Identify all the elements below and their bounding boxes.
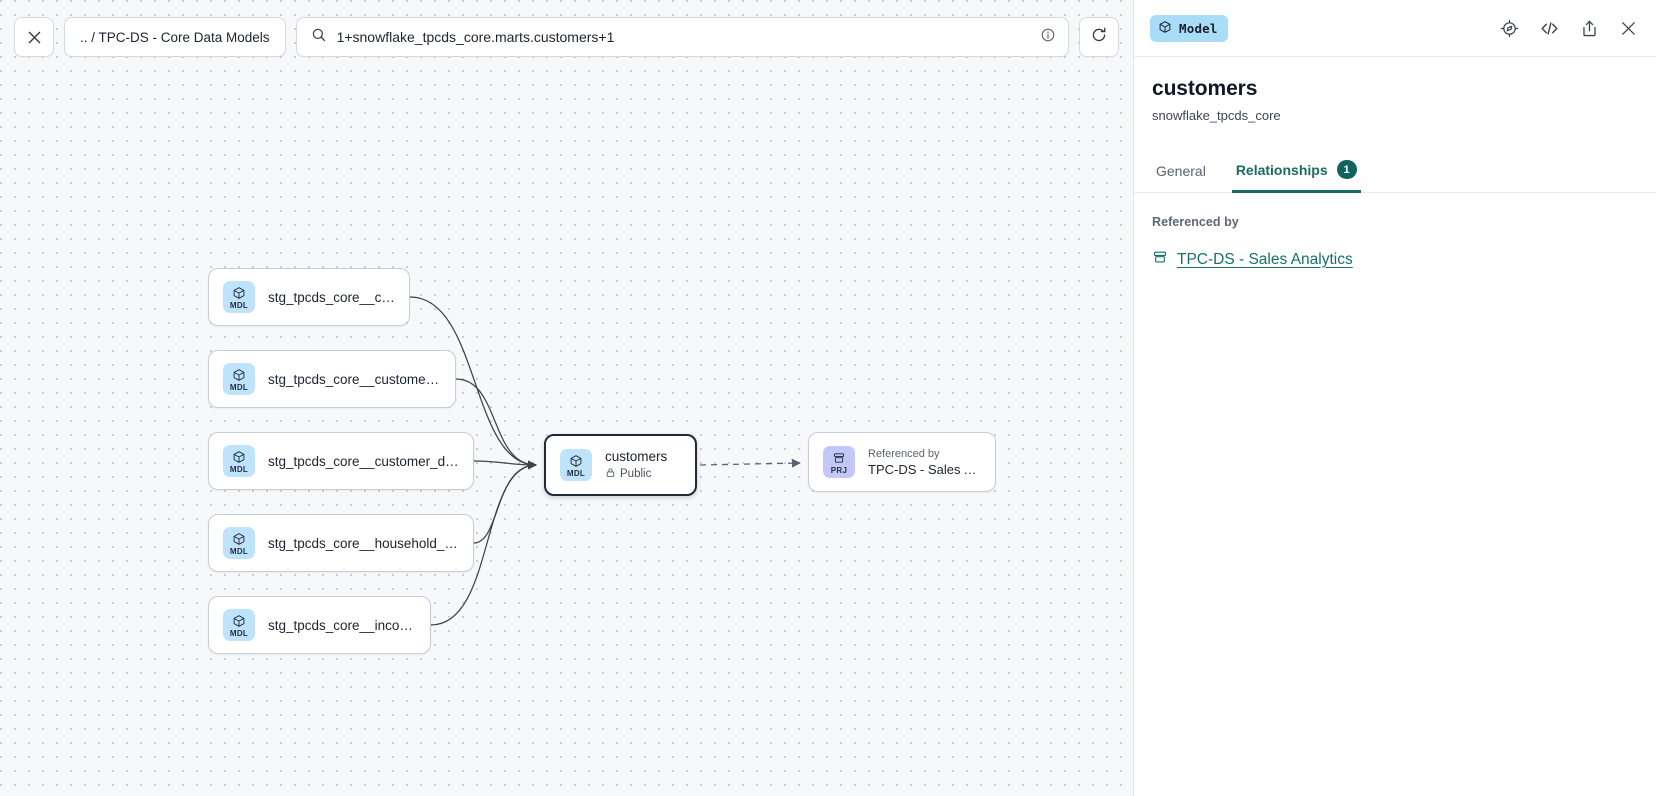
explore-button[interactable]: [1500, 19, 1519, 38]
lineage-canvas[interactable]: .. / TPC-DS - Core Data Models: [0, 0, 1133, 796]
node-body: stg_tpcds_core__customer: [268, 290, 395, 305]
search-bar[interactable]: [295, 17, 1069, 57]
share-button[interactable]: [1580, 19, 1599, 38]
referenced-by-link[interactable]: TPC-DS - Sales Analytics: [1177, 250, 1353, 268]
node-title: customers: [605, 449, 668, 464]
node-badge-label: MDL: [566, 468, 586, 478]
node-type-badge-mdl: MDL: [223, 609, 255, 641]
node-badge-label: MDL: [229, 382, 249, 392]
lineage-edges: [409, 296, 801, 626]
model-type-chip[interactable]: Model: [1150, 14, 1228, 42]
search-input[interactable]: [336, 29, 1030, 45]
panel-toolbar: Model: [1134, 0, 1656, 57]
search-icon: [311, 27, 327, 48]
cube-icon: [232, 286, 246, 300]
node-type-badge-mdl: MDL: [223, 363, 255, 395]
page-title: customers: [1152, 77, 1258, 100]
cube-icon: [232, 614, 246, 628]
refresh-icon: [1090, 26, 1108, 49]
node-title: stg_tpcds_core__household_demogr…: [268, 535, 459, 551]
node-type-badge-mdl: MDL: [560, 449, 592, 481]
node-body: stg_tpcds_core__customer_address: [268, 372, 441, 387]
graph-node-project[interactable]: PRJ Referenced by TPC-DS - Sales Analyti…: [808, 432, 996, 492]
node-body: Referenced by TPC-DS - Sales Analytics: [868, 448, 981, 477]
panel-header: customers snowflake_tpcds_core: [1134, 57, 1656, 123]
node-body: stg_tpcds_core__customer_demogra…: [268, 454, 459, 469]
close-lineage-button[interactable]: [14, 17, 54, 57]
code-icon: [1539, 21, 1560, 42]
cube-icon: [232, 450, 246, 464]
explore-icon: [1500, 19, 1519, 41]
node-title: stg_tpcds_core__income_band: [268, 617, 416, 633]
panel-subtitle: snowflake_tpcds_core: [1152, 108, 1281, 123]
tab-count-badge: 1: [1336, 160, 1357, 179]
cube-icon: [1158, 20, 1172, 37]
node-type-badge-mdl: MDL: [223, 445, 255, 477]
cube-icon: [569, 454, 583, 468]
graph-node-stg_customer[interactable]: MDL stg_tpcds_core__customer: [208, 268, 410, 326]
node-body: customers Public: [605, 449, 667, 481]
node-title: stg_tpcds_core__customer: [268, 289, 395, 305]
details-panel: Model: [1133, 0, 1656, 796]
tab-general[interactable]: General: [1152, 153, 1210, 193]
close-icon: [26, 29, 43, 46]
info-circle-icon[interactable]: [1040, 27, 1056, 48]
node-badge-label: MDL: [229, 628, 249, 638]
node-badge-label: PRJ: [830, 465, 848, 475]
node-title: TPC-DS - Sales Analytics: [868, 461, 981, 477]
panel-actions: [1500, 18, 1638, 39]
graph-node-stg_income_band[interactable]: MDL stg_tpcds_core__income_band: [208, 596, 431, 654]
refresh-button[interactable]: [1079, 17, 1119, 57]
close-panel-button[interactable]: [1619, 19, 1638, 38]
node-badge-label: MDL: [229, 546, 249, 556]
graph-node-customers[interactable]: MDL customers Public: [544, 434, 697, 496]
project-icon: [832, 451, 846, 465]
panel-tabs: General Relationships 1: [1134, 150, 1656, 193]
close-icon: [1619, 21, 1638, 41]
list-item[interactable]: TPC-DS - Sales Analytics: [1152, 249, 1638, 270]
breadcrumb[interactable]: .. / TPC-DS - Core Data Models: [64, 17, 286, 57]
node-type-badge-mdl: MDL: [223, 281, 255, 313]
share-icon: [1580, 20, 1599, 41]
node-type-badge-mdl: MDL: [223, 527, 255, 559]
canvas-toolbar: .. / TPC-DS - Core Data Models: [0, 0, 1133, 74]
node-kicker: Referenced by: [868, 447, 940, 460]
breadcrumb-label: .. / TPC-DS - Core Data Models: [80, 29, 270, 45]
node-type-badge-prj: PRJ: [823, 446, 855, 478]
node-visibility-label: Public: [620, 468, 652, 480]
node-body: stg_tpcds_core__household_demogr…: [268, 536, 459, 551]
cube-icon: [232, 368, 246, 382]
graph-node-stg_customer_demogra[interactable]: MDL stg_tpcds_core__customer_demogra…: [208, 432, 474, 490]
tab-label: General: [1156, 163, 1206, 179]
node-title: stg_tpcds_core__customer_demogra…: [268, 453, 459, 469]
relationships-content: Referenced by TPC-DS - Sales Analytics: [1134, 193, 1656, 270]
section-label-referenced-by: Referenced by: [1152, 215, 1239, 229]
tab-label: Relationships: [1235, 161, 1328, 178]
node-visibility: Public: [605, 467, 667, 481]
node-badge-label: MDL: [229, 464, 249, 474]
view-code-button[interactable]: [1539, 18, 1560, 39]
cube-icon: [232, 532, 246, 546]
project-icon: [1152, 249, 1168, 270]
node-title: stg_tpcds_core__customer_address: [268, 371, 441, 387]
node-body: stg_tpcds_core__income_band: [268, 618, 416, 633]
graph-node-stg_customer_address[interactable]: MDL stg_tpcds_core__customer_address: [208, 350, 456, 408]
lock-icon: [605, 467, 616, 481]
node-badge-label: MDL: [229, 300, 249, 310]
graph-node-stg_household_demogr[interactable]: MDL stg_tpcds_core__household_demogr…: [208, 514, 474, 572]
model-type-chip-label: Model: [1179, 20, 1218, 36]
tab-relationships[interactable]: Relationships 1: [1231, 150, 1361, 193]
